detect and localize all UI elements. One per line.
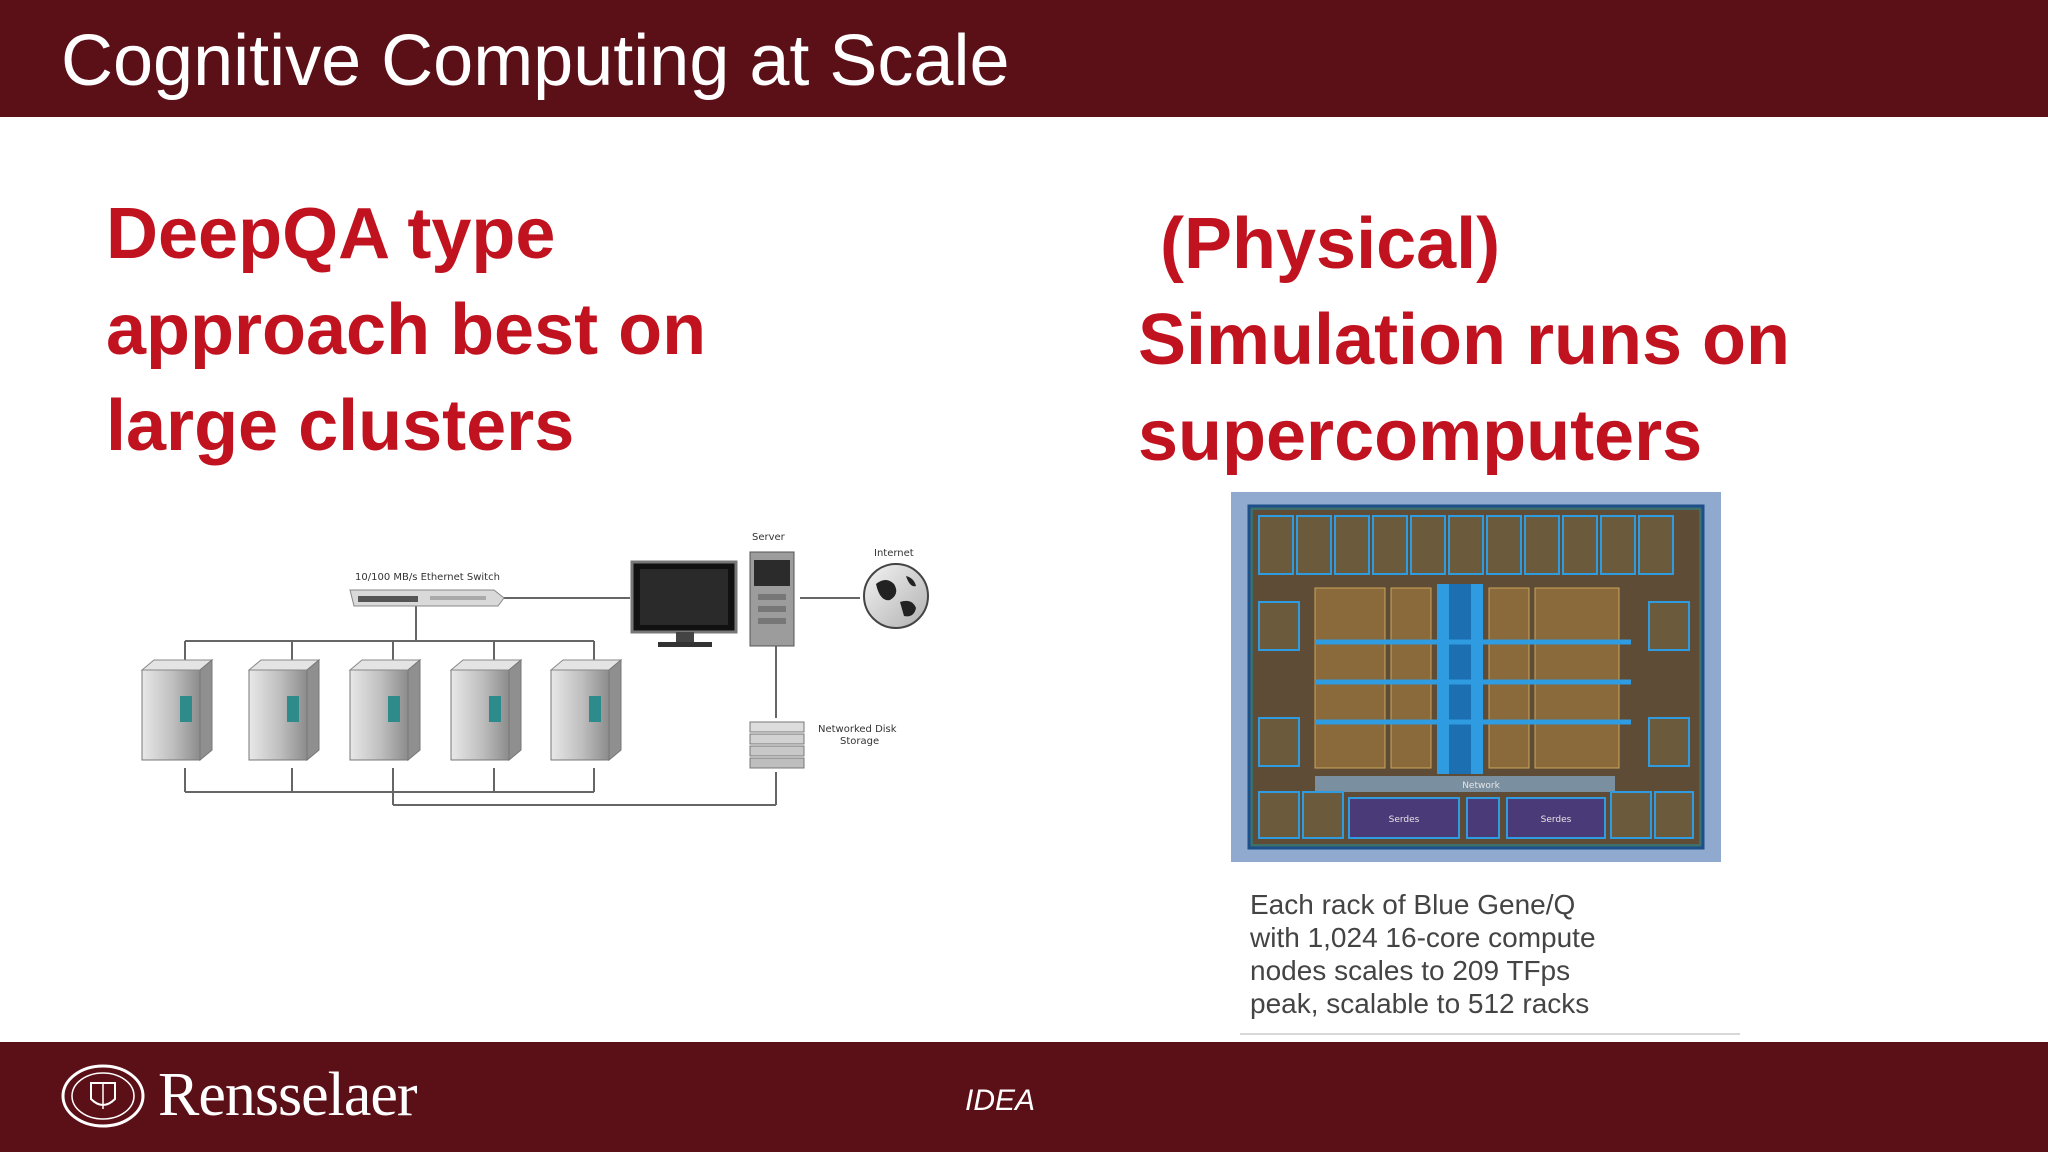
- caption-divider: [1240, 1033, 1740, 1035]
- cluster-node-icon: [549, 658, 623, 762]
- chip-serdes-left-label: Serdes: [1389, 815, 1420, 825]
- footer-bar: [0, 1042, 2048, 1152]
- blue-gene-chip-image: Network Serdes Serdes: [1231, 492, 1721, 862]
- left-heading-line: approach best on: [106, 290, 707, 370]
- cluster-node-icon: [247, 658, 321, 762]
- chip-network-label: Network: [1462, 781, 1500, 791]
- cluster-node-icon: [449, 658, 523, 762]
- cluster-node-icon: [348, 658, 422, 762]
- left-heading-line: DeepQA type: [106, 194, 556, 274]
- left-heading-line: large clusters: [106, 386, 575, 466]
- header-bar: [0, 0, 2048, 117]
- server-icon: [749, 551, 795, 647]
- right-heading: (Physical) Simulation runs on supercompu…: [1138, 196, 1998, 484]
- caption-line: Each rack of Blue Gene/Q: [1250, 889, 1576, 920]
- footer-tag: IDEA: [965, 1084, 1036, 1117]
- university-seal-icon: [61, 1064, 145, 1128]
- ethernet-switch-icon: [349, 589, 505, 607]
- server-label: Server: [752, 532, 786, 543]
- right-heading-line: Simulation runs on: [1138, 300, 1791, 380]
- monitor-icon: [630, 560, 738, 647]
- cluster-diagram: 10/100 MB/s Ethernet Switch Server Inter…: [140, 532, 929, 806]
- cluster-node-icon: [140, 658, 214, 762]
- right-heading-line: (Physical): [1160, 204, 1501, 284]
- internet-label: Internet: [874, 548, 914, 559]
- right-heading-line: supercomputers: [1138, 396, 1703, 476]
- rensselaer-wordmark: Rensselaer: [158, 1061, 418, 1129]
- storage-label-line1: Networked Disk: [818, 724, 897, 735]
- slide-title: Cognitive Computing at Scale: [61, 21, 1010, 101]
- switch-label: 10/100 MB/s Ethernet Switch: [355, 572, 500, 583]
- chip-caption: Each rack of Blue Gene/Q with 1,024 16-c…: [1250, 888, 1750, 1020]
- disk-storage-icon: [749, 721, 805, 769]
- caption-line: peak, scalable to 512 racks: [1250, 988, 1590, 1019]
- storage-label-line2: Storage: [840, 736, 879, 747]
- left-heading: DeepQA type approach best on large clust…: [106, 186, 866, 474]
- internet-globe-icon: [863, 563, 929, 629]
- caption-line: with 1,024 16-core compute: [1250, 922, 1596, 953]
- caption-line: nodes scales to 209 TFps: [1250, 955, 1571, 986]
- chip-serdes-right-label: Serdes: [1541, 815, 1572, 825]
